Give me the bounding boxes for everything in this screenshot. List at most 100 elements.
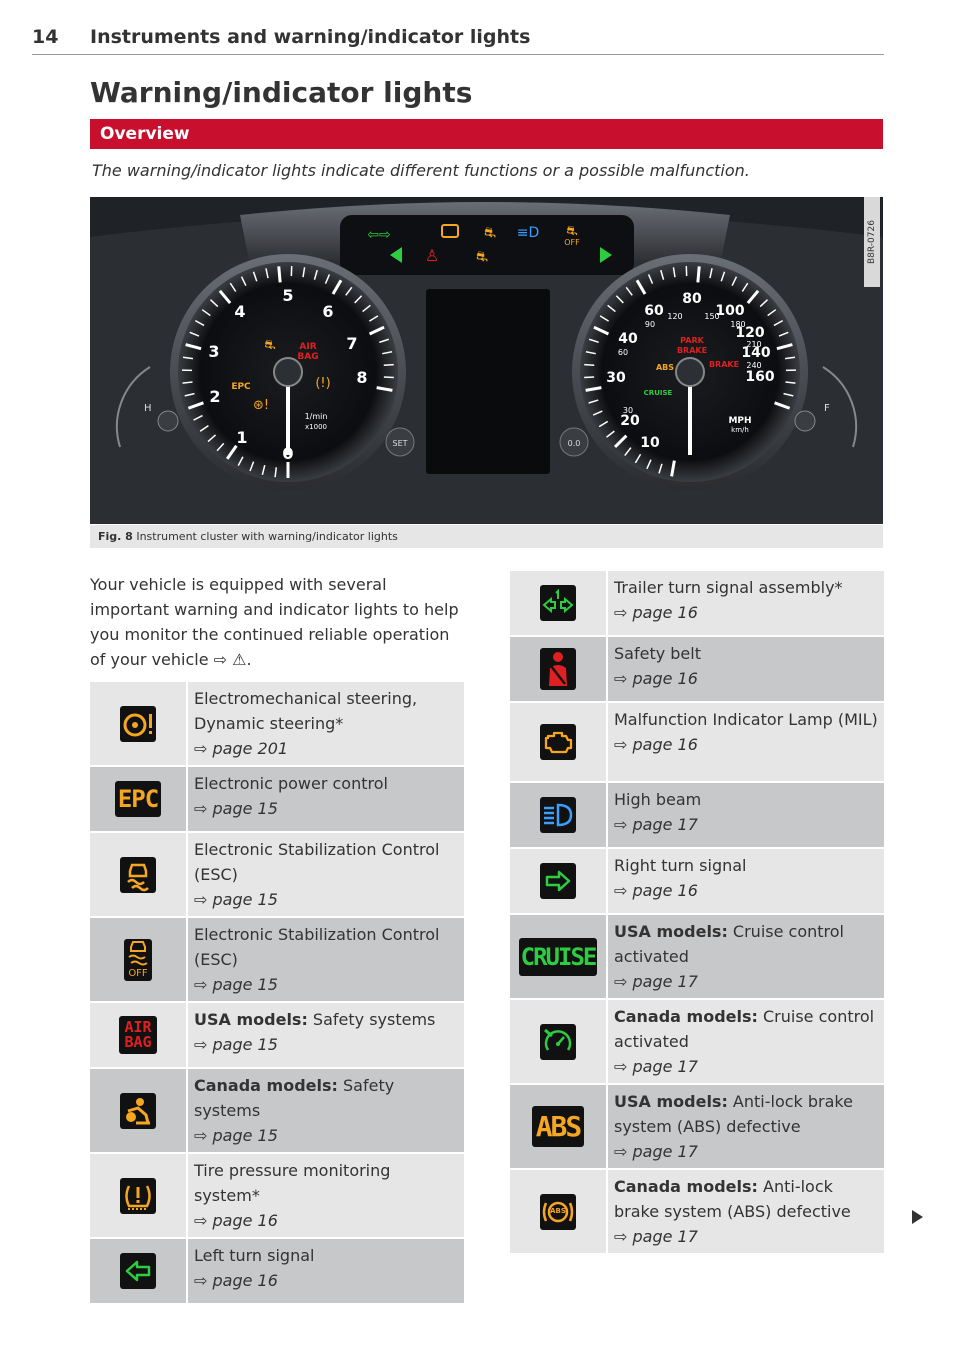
indicator-desc: USA models: Anti-lock brake system (ABS)… — [614, 1089, 878, 1139]
model-label: Canada models: — [194, 1076, 338, 1095]
icon-cell — [90, 1239, 188, 1305]
model-label: USA models: — [614, 1092, 728, 1111]
icon-cell — [510, 637, 608, 703]
gauge-tick — [634, 453, 642, 464]
trailer-turn-signal-icon — [540, 585, 576, 621]
airbag-air-text: AIR — [124, 1018, 152, 1036]
tach-airbag-bag: BAG — [297, 352, 318, 362]
instrument-cluster-svg: ⇦⇨ ⛐ ≡D ⛐ OFF ♙ ⛐ 0 1 2 3 4 5 6 7 8 A — [90, 197, 883, 524]
gauge-tick — [592, 410, 603, 416]
gauge-tick — [606, 430, 615, 438]
table-row: Trailer turn signal assembly*⇨ page 16 — [510, 571, 884, 637]
gauge-tick — [382, 351, 393, 355]
text-cell: Right turn signal⇨ page 16 — [608, 849, 884, 915]
gauge-tick — [218, 289, 232, 305]
tire-pressure-icon — [120, 1177, 156, 1214]
set-button — [385, 427, 415, 457]
gauge-tick — [696, 266, 701, 283]
indicator-desc: Electromechanical steering, Dynamic stee… — [194, 689, 418, 733]
gauge-tick — [585, 351, 596, 355]
kmh-numeral-90: 90 — [645, 320, 655, 329]
indicator-desc: USA models: Safety systems — [194, 1007, 458, 1032]
table-row: Tire pressure monitoring system*⇨ page 1… — [90, 1154, 464, 1239]
gauge-tick — [588, 399, 599, 404]
table-row: OFF Electronic Stabilization Control (ES… — [90, 918, 464, 1003]
icon-cell — [510, 1000, 608, 1085]
coolant-gauge-arc — [115, 366, 151, 448]
airbag-person-icon — [120, 1092, 156, 1129]
icon-cell — [510, 783, 608, 849]
left-indicator-table: Electromechanical steering, Dynamic stee… — [90, 682, 464, 1305]
gauge-tick — [584, 363, 595, 367]
coolant-gauge-h: H — [144, 403, 152, 414]
gauge-tick — [599, 315, 609, 322]
trailer-signal-icon: ⇦⇨ — [367, 227, 390, 243]
icon-cell: ABS — [510, 1085, 608, 1170]
page-number: 14 — [32, 26, 59, 48]
tachometer: 0 1 2 3 4 5 6 7 8 AIR BAG EPC ⊛! ⛐ (!) 1… — [170, 254, 406, 490]
icon-cell: ABS — [510, 1170, 608, 1255]
lead-paragraph: Your vehicle is equipped with several im… — [90, 575, 459, 669]
tach-numeral-6: 6 — [322, 302, 333, 321]
gauge-tick — [193, 414, 203, 421]
esc2-icon-top: ⛐ — [476, 249, 488, 265]
gauge-tick — [184, 392, 195, 397]
mph-numeral-60: 60 — [644, 303, 664, 319]
indicator-desc: Malfunction Indicator Lamp (MIL) — [614, 710, 878, 729]
page-ref: ⇨ page 17 — [614, 1142, 698, 1161]
indicator-desc: Canada models: Safety systems — [194, 1073, 458, 1123]
gauge-tick — [345, 286, 353, 296]
gauge-tick — [672, 267, 676, 278]
right-turn-icon-top — [600, 247, 612, 263]
page-ref: ⇨ page 15 — [194, 1035, 278, 1054]
text-cell: Trailer turn signal assembly*⇨ page 16 — [608, 571, 884, 637]
esc-off-top-label: OFF — [564, 238, 580, 247]
gauge-tick — [182, 356, 194, 360]
figure-number: Fig. 8 — [98, 530, 133, 543]
right-turn-signal-icon — [540, 863, 576, 899]
icon-cell — [510, 849, 608, 915]
page-ref: ⇨ page 17 — [614, 972, 698, 991]
tach-epc-label: EPC — [231, 382, 251, 392]
gauge-tick — [229, 282, 237, 292]
text-cell: USA models: Anti-lock brake system (ABS)… — [608, 1085, 884, 1170]
gauge-tick — [613, 434, 628, 449]
indicator-desc: Right turn signal — [614, 856, 747, 875]
gauge-tick — [216, 442, 225, 452]
speedo-mph-label: MPH — [728, 416, 751, 426]
overview-label: Overview — [100, 124, 190, 144]
kmh-numeral-210: 210 — [746, 340, 761, 349]
speedo-kmh-numerals: 30 60 90 120 150 180 210 240 — [618, 312, 762, 415]
abs-canada-text: ABS — [550, 1206, 566, 1215]
page-ref: ⇨ page 17 — [614, 1227, 698, 1246]
indicator-desc: High beam — [614, 790, 702, 809]
top-indicator-strip — [340, 215, 634, 275]
table-row: Right turn signal⇨ page 16 — [510, 849, 884, 915]
text-cell: Electronic power control⇨ page 15 — [188, 767, 464, 833]
gauge-tick — [624, 447, 632, 456]
kmh-numeral-180: 180 — [730, 320, 745, 329]
gauge-tick — [783, 392, 794, 397]
gauge-tick — [207, 434, 217, 443]
gauge-tick — [625, 286, 633, 296]
page-ref: ⇨ page 16 — [614, 669, 698, 688]
trip-reset-label: 0.0 — [568, 439, 581, 448]
mph-numeral-160: 160 — [745, 369, 774, 385]
speedo-hub — [675, 357, 705, 387]
desc-text: Cruise control activated — [614, 922, 844, 966]
mph-numeral-40: 40 — [618, 331, 638, 347]
page-ref: ⇨ page 15 — [194, 890, 278, 909]
page-ref: ⇨ page 17 — [614, 815, 698, 834]
model-label: USA models: — [194, 1010, 308, 1029]
gauge-tick — [379, 338, 390, 344]
gauge-tick — [784, 356, 796, 360]
intro-text: The warning/indicator lights indicate di… — [92, 161, 750, 180]
speedometer: 10 20 30 40 60 80 100 120 140 160 30 60 … — [572, 254, 808, 490]
text-cell: Canada models: Cruise control activated⇨… — [608, 1000, 884, 1085]
tach-hub — [273, 357, 303, 387]
gauge-tick — [607, 304, 616, 313]
indicator-desc: Electronic power control — [194, 774, 388, 793]
kmh-numeral-30: 30 — [623, 406, 633, 415]
